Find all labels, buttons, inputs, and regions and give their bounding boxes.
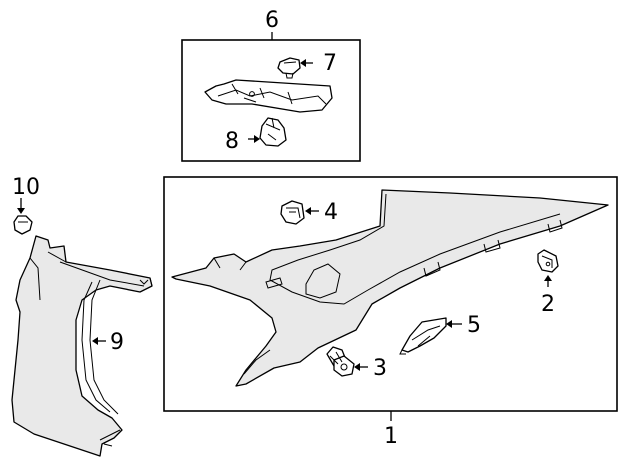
callout-10: 10 (12, 175, 40, 200)
quarter-trim-panel (171, 189, 609, 387)
callout-1: 1 (384, 424, 398, 449)
callout-8: 8 (225, 129, 239, 154)
callout-9: 9 (110, 330, 124, 355)
callout-7: 7 (323, 51, 337, 76)
callout-3: 3 (373, 356, 387, 381)
callout-4: 4 (324, 200, 338, 225)
group-6-assembly: 6 7 8 (181, 8, 361, 162)
group-6-bracket (204, 79, 333, 113)
group-6-box (181, 39, 361, 162)
part-2-nut-clip: 2 (537, 249, 559, 317)
part-3-bolt: 3 (326, 346, 387, 381)
callout-2: 2 (541, 292, 555, 317)
part-4-clip: 4 (280, 200, 338, 225)
part-9-lower-pillar-trim: 9 (11, 235, 153, 457)
part-8-retainer: 8 (225, 117, 287, 154)
callout-6: 6 (265, 8, 279, 33)
part-7-push-clip: 7 (277, 51, 337, 79)
part-5-bracket: 5 (399, 313, 481, 355)
callout-5: 5 (467, 313, 481, 338)
group-1-assembly: 1 4 2 (163, 176, 618, 449)
part-10-pushpin: 10 (12, 175, 40, 235)
